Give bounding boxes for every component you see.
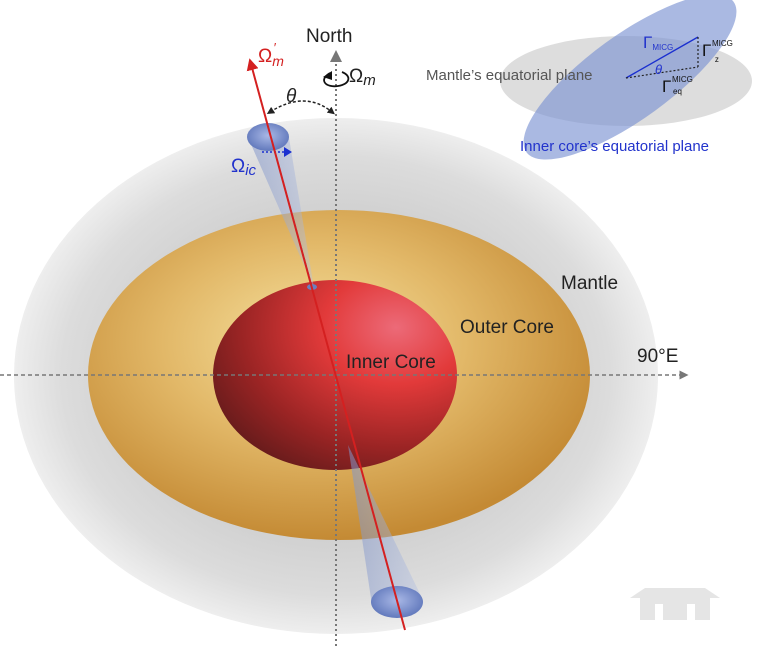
gamma-label: ΓMICG — [643, 33, 673, 52]
inner-core-label: Inner Core — [346, 352, 436, 373]
outer-core-label: Outer Core — [460, 317, 554, 338]
gamma-z-symbol: Γ — [702, 41, 711, 60]
gamma-eq-component — [625, 66, 699, 79]
mantle-rotation-arrowhead — [323, 71, 332, 80]
east-label: 90°E — [637, 346, 678, 367]
mantle-rotation-icon — [323, 71, 350, 88]
gamma-vector — [625, 36, 699, 79]
mantle-label: Mantle — [561, 273, 618, 294]
inset-theta-label: θ — [655, 62, 662, 77]
gamma-eq-symbol: Γ — [662, 77, 671, 96]
theta-label: θ — [286, 86, 297, 107]
theta-arc — [266, 100, 335, 115]
omega-m-prime-label: Ωm′ — [258, 40, 284, 69]
rotation-axis — [246, 58, 406, 631]
inner-core-rotation-arrowhead — [284, 147, 292, 157]
inner-core-plane-label: Inner core’s equatorial plane — [520, 138, 709, 155]
omega-ic-label: Ωic — [231, 156, 257, 179]
mantle-plane-label: Mantle’s equatorial plane — [426, 67, 593, 84]
omega-m-label: Ωm — [349, 66, 376, 89]
inner-core-axis-cone-top — [250, 132, 314, 288]
equatorial-planes-inset: Mantle’s equatorial plane Inner core’s e… — [426, 0, 752, 160]
building-watermark — [630, 588, 720, 620]
gamma-eq-sup: MICG — [672, 75, 693, 84]
gamma-eq-sub: eq — [673, 87, 682, 96]
inner-core-axis-disc-top — [247, 123, 289, 151]
north-label: North — [306, 26, 352, 47]
